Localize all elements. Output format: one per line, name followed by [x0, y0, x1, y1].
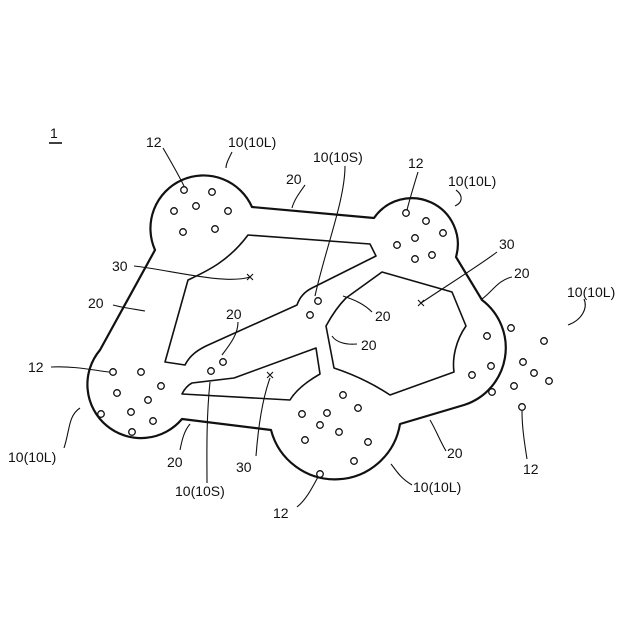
label-10L-left: 10(10L) — [8, 449, 56, 465]
label-20-mid-b: 20 — [361, 337, 377, 353]
figure-number: 1 — [50, 125, 58, 141]
label-30-left: 30 — [112, 258, 128, 274]
label-20-top: 20 — [286, 171, 302, 187]
label-12-top-right: 12 — [408, 155, 424, 171]
label-10L-top-left: 10(10L) — [228, 134, 276, 150]
label-20-center: 20 — [226, 306, 242, 322]
label-20-bottom-a: 20 — [167, 454, 183, 470]
label-10L-bottom: 10(10L) — [413, 479, 461, 495]
label-20-mid-a: 20 — [375, 308, 391, 324]
label-12-bottom: 12 — [273, 505, 289, 521]
label-30-right: 30 — [499, 236, 515, 252]
label-10S-bottom: 10(10S) — [175, 483, 225, 499]
label-10S-top: 10(10S) — [313, 149, 363, 165]
label-30-bottom: 30 — [236, 459, 252, 475]
label-20-bottom-b: 20 — [447, 445, 463, 461]
label-12-right: 12 — [523, 461, 539, 477]
label-10L-right: 10(10L) — [567, 284, 615, 300]
label-12-top-left: 12 — [146, 134, 162, 150]
label-12-left: 12 — [28, 359, 44, 375]
label-20-right: 20 — [514, 265, 530, 281]
label-20-left: 20 — [88, 295, 104, 311]
label-10L-top-right: 10(10L) — [448, 173, 496, 189]
